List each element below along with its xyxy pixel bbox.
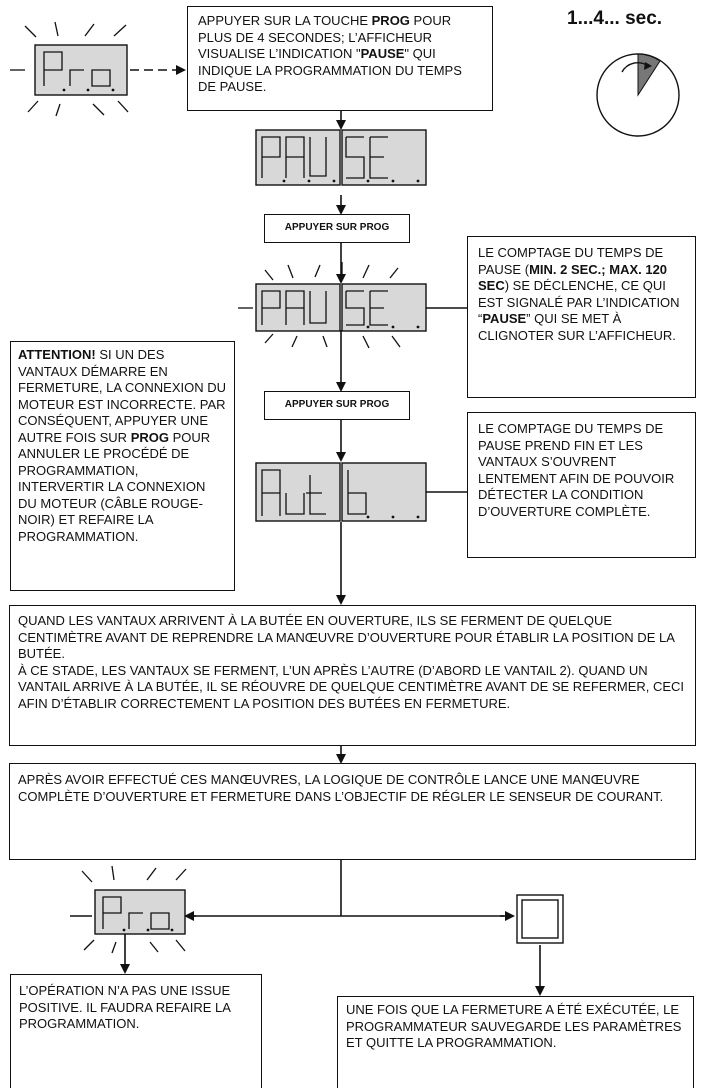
count-start-box-text-3: PAUSE — [482, 311, 527, 326]
count-start-box: LE COMPTAGE DU TEMPS DE PAUSE (MIN. 2 SE… — [467, 236, 696, 398]
timer-icon — [596, 53, 680, 137]
step1-box-text-2: POUR PLUS DE 4 SECONDES; L’AFFICHEUR VIS… — [198, 13, 452, 61]
step1-box-text-4: " QUI INDIQUE LA PROGRAMMATION DU TEMPS … — [198, 46, 462, 94]
count-start-box-text-0: LE COMPTAGE DU TEMPS DE PAUSE ( — [478, 245, 664, 277]
attention-box-text-3: POUR ANNULER LE PROCÉDÉ DE PROGRAMMATION… — [18, 429, 211, 544]
step1-box-text-1: PROG — [371, 13, 410, 28]
fail-box-text-0: L’OPÉRATION N’A PAS UNE ISSUE POSITIVE. … — [19, 983, 231, 1031]
attention-box: ATTENTION! SI UN DES VANTAUX DÉMARRE EN … — [10, 341, 235, 591]
step1-box-text-0: APPUYER SUR LA TOUCHE — [198, 13, 372, 28]
count-end-box-text-0: LE COMPTAGE DU TEMPS DE PAUSE PREND FIN … — [478, 421, 675, 519]
count-start-box-text-4: ” QUI SE MET À CLIGNOTER SUR L’AFFICHEUR… — [478, 311, 676, 343]
display-auto-right — [341, 462, 427, 522]
attention-box-text-2: PROG — [130, 429, 169, 445]
manoeuvres-box: APRÈS AVOIR EFFECTUÉ CES MANŒUVRES, LA L… — [9, 763, 696, 860]
timer-label: 1...4... sec. — [567, 8, 663, 29]
step1-box: APPUYER SUR LA TOUCHE PROG POUR PLUS DE … — [187, 6, 493, 111]
success-box: UNE FOIS QUE LA FERMETURE A ÉTÉ EXÉCUTÉE… — [337, 996, 694, 1088]
butee-box-text-2: À CE STADE, LES VANTAUX SE FERMENT, L’UN… — [18, 662, 685, 711]
manoeuvres-box-text-0: APRÈS AVOIR EFFECTUÉ CES MANŒUVRES, LA L… — [18, 772, 664, 804]
press-prog-button-2: APPUYER SUR PROG — [264, 391, 410, 420]
attention-box-text-1: SI UN DES VANTAUX DÉMARRE EN FERMETURE, … — [18, 347, 227, 445]
step1-box-text-3: PAUSE — [360, 46, 405, 61]
count-start-box-text-1: MIN. 2 SEC.; MAX. 120 SEC — [478, 261, 668, 294]
display-auto-left — [255, 462, 341, 522]
count-start-box-text-2: ) SE DÉCLENCHE, CE QUI EST SIGNALÉ PAR L… — [478, 278, 680, 326]
success-box-text-0: UNE FOIS QUE LA FERMETURE A ÉTÉ EXÉCUTÉE… — [346, 1002, 682, 1050]
count-end-box: LE COMPTAGE DU TEMPS DE PAUSE PREND FIN … — [467, 412, 696, 558]
butee-box: QUAND LES VANTAUX ARRIVENT À LA BUTÉE EN… — [9, 605, 696, 746]
butee-box-text-0: QUAND LES VANTAUX ARRIVENT À LA BUTÉE EN… — [18, 613, 675, 661]
press-prog-button-1: APPUYER SUR PROG — [264, 214, 410, 243]
fail-box: L’OPÉRATION N’A PAS UNE ISSUE POSITIVE. … — [10, 974, 262, 1088]
attention-box-text-0: ATTENTION! — [18, 347, 96, 362]
